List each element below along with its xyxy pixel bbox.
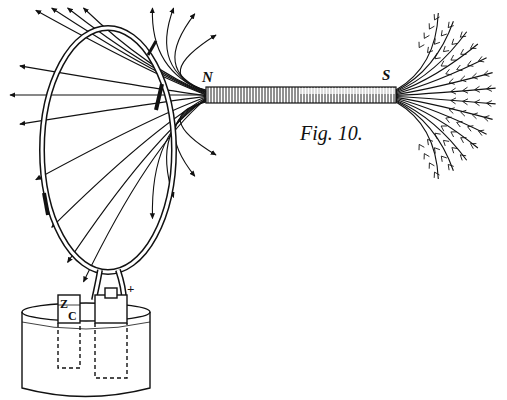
field-line: [396, 88, 496, 95]
electrode-label: C: [68, 310, 77, 322]
feather-tail: [434, 172, 439, 178]
feather-tail: [429, 23, 434, 29]
feather-tail: [451, 132, 457, 137]
field-line: [396, 73, 493, 95]
pole-label: S: [382, 68, 390, 83]
feather-tail: [484, 116, 490, 122]
field-line: [396, 102, 438, 179]
feather-tail: [452, 148, 458, 154]
feather-tail: [472, 113, 478, 119]
feather-tail: [451, 98, 456, 104]
feather-tail: [446, 117, 452, 123]
field-line: [396, 13, 438, 90]
feather-tail: [435, 53, 441, 59]
feather-tail: [463, 99, 468, 105]
wire-loop: [42, 28, 174, 300]
feather-tail: [487, 101, 492, 107]
feather-tail: [468, 126, 474, 132]
field-line: [152, 100, 206, 219]
feather-tail: [441, 30, 447, 36]
figure-label: Fig. 10.: [300, 123, 363, 143]
field-line: [68, 8, 206, 94]
feather-tail: [460, 32, 466, 38]
feather-tail: [441, 61, 447, 66]
feather-tail: [441, 126, 447, 131]
feather-tail: [449, 79, 455, 85]
feather-tail: [475, 86, 480, 92]
feather-tail: [449, 108, 455, 114]
field-lines-south: [396, 13, 496, 179]
feather-tail: [446, 69, 452, 75]
feather-tail: [419, 42, 424, 48]
feather-tail: [457, 65, 463, 71]
feather-tail: [448, 164, 454, 170]
feather-tail: [451, 55, 457, 60]
feather-tail: [443, 46, 449, 52]
feather-tail: [484, 71, 490, 77]
feather-tail: [461, 138, 467, 143]
field-line: [10, 94, 206, 95]
feather-tail: [434, 14, 439, 20]
field-line: [396, 98, 487, 134]
feather-tail: [460, 155, 466, 161]
field-line: [175, 101, 206, 176]
feather-tail: [419, 144, 424, 150]
field-line: [396, 58, 487, 94]
battery-cell: [22, 288, 150, 397]
feather-tail: [424, 33, 429, 39]
feather-tail: [479, 56, 485, 62]
feather-tail: [463, 87, 468, 93]
pole-label: N: [202, 70, 213, 85]
feather-tail: [487, 85, 492, 91]
field-line: [396, 97, 493, 119]
feather-tail: [457, 121, 463, 127]
feather-tail: [429, 163, 434, 169]
feather-tail: [424, 154, 429, 160]
field-line: [68, 98, 206, 262]
feather-tail: [441, 156, 447, 162]
field-line: [52, 8, 206, 94]
field-line: [396, 32, 467, 92]
feather-tail: [472, 73, 478, 79]
feather-tail: [471, 144, 477, 149]
field-line: [396, 101, 453, 171]
field-line: [180, 102, 216, 155]
electrode-label: Z: [60, 298, 68, 310]
feather-tail: [475, 100, 480, 106]
bar-magnet: [206, 87, 396, 103]
feather-tail: [448, 22, 454, 28]
feather-tail: [461, 110, 467, 116]
feather-tail: [451, 88, 456, 94]
feather-tail: [434, 39, 440, 45]
feather-tail: [461, 76, 467, 82]
field-line: [52, 98, 206, 228]
feather-tail: [443, 140, 449, 146]
feather-tail: [468, 61, 474, 67]
feather-tail: [452, 39, 458, 45]
feather-tail: [471, 43, 477, 48]
terminal-label: +: [127, 282, 134, 295]
field-lines-north: [10, 8, 216, 282]
feather-tail: [434, 148, 440, 154]
feather-tail: [479, 130, 485, 136]
feather-tail: [461, 49, 467, 54]
feather-tail: [428, 47, 434, 53]
field-line: [36, 97, 206, 180]
field-line: [175, 14, 206, 91]
